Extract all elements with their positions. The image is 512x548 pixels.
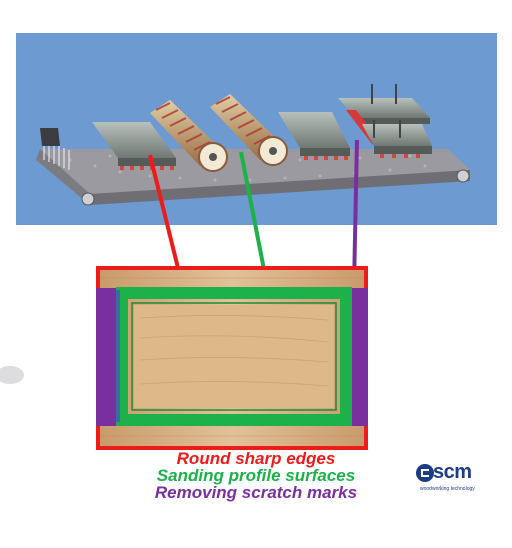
brush-roller-1 bbox=[150, 100, 228, 172]
infeed-comb bbox=[40, 128, 70, 170]
sanding-station bbox=[338, 84, 432, 158]
panel-green-frame bbox=[116, 287, 352, 426]
pointer-line-purple bbox=[352, 139, 359, 287]
legend-round-sharp-edges: Round sharp edges bbox=[176, 449, 336, 468]
brush-roller-2 bbox=[210, 94, 288, 166]
legend-removing-scratch-marks: Removing scratch marks bbox=[154, 483, 358, 502]
conveyor-roller-left bbox=[81, 192, 95, 206]
scm-logo-mark bbox=[416, 464, 434, 482]
sanding-pad-1 bbox=[92, 122, 176, 170]
sanding-pad-2 bbox=[278, 112, 350, 160]
panel-center-field bbox=[134, 305, 334, 408]
panel-blue-strip-left bbox=[116, 290, 120, 422]
conveyor-roller-right bbox=[456, 169, 470, 183]
scm-logo-tagline: woodworking technology bbox=[420, 486, 475, 492]
wood-panel-illustration bbox=[96, 266, 368, 450]
panel-purple-left bbox=[96, 288, 116, 426]
panel-purple-right bbox=[348, 288, 368, 426]
pointer-line-red bbox=[148, 154, 180, 269]
machine-illustration bbox=[16, 33, 497, 225]
legend-sanding-profile-surfaces: Sanding profile surfaces bbox=[156, 466, 356, 485]
shadow-blur bbox=[0, 366, 24, 384]
panel-inner-bevel bbox=[131, 302, 337, 411]
scm-logo-wordmark: scm bbox=[433, 461, 472, 483]
